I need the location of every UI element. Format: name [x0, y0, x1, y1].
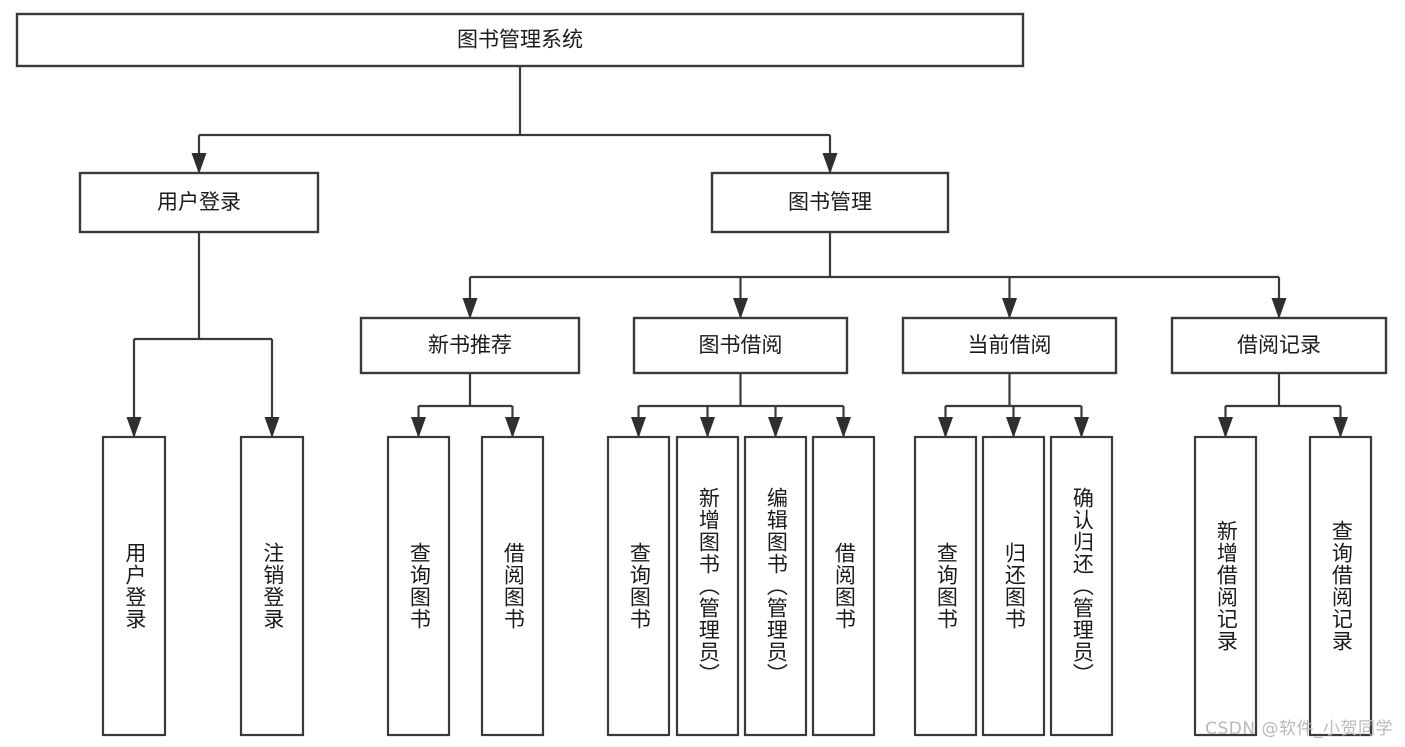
node-label-root: 图书管理系统	[457, 29, 583, 52]
connector-layer	[126, 66, 1348, 438]
node-box-lf-10	[1049, 435, 1114, 737]
node-label-l1-1: 图书管理	[788, 191, 872, 214]
node-label-l2-3: 借阅记录	[1237, 334, 1321, 357]
node-box-lf-11	[1193, 435, 1258, 737]
node-box-lf-5	[675, 435, 740, 737]
node-box-lf-6	[743, 435, 808, 737]
node-box-l1-1	[710, 171, 950, 234]
watermark: CSDN @软件_小贺同学	[1205, 719, 1393, 739]
node-label-l2-2: 当前借阅	[968, 334, 1052, 357]
node-box-lf-9	[981, 435, 1046, 737]
node-box-l1-0	[78, 171, 320, 234]
node-label-l1-0: 用户登录	[157, 191, 241, 214]
node-box-lf-1	[239, 435, 305, 737]
node-box-lf-0	[101, 435, 167, 737]
node-box-l2-3	[1170, 316, 1388, 375]
node-label-l2-1: 图书借阅	[699, 334, 783, 357]
node-label-l2-0: 新书推荐	[428, 334, 512, 357]
node-box-l2-0	[359, 316, 581, 375]
node-box-lf-3	[480, 435, 545, 737]
node-box-root	[15, 12, 1025, 68]
node-box-l2-1	[632, 316, 849, 375]
node-box-lf-8	[913, 435, 978, 737]
node-box-lf-2	[386, 435, 451, 737]
node-layer	[15, 12, 1388, 737]
node-box-lf-4	[606, 435, 671, 737]
node-box-l2-2	[901, 316, 1118, 375]
node-box-lf-12	[1308, 435, 1373, 737]
node-box-lf-7	[811, 435, 876, 737]
